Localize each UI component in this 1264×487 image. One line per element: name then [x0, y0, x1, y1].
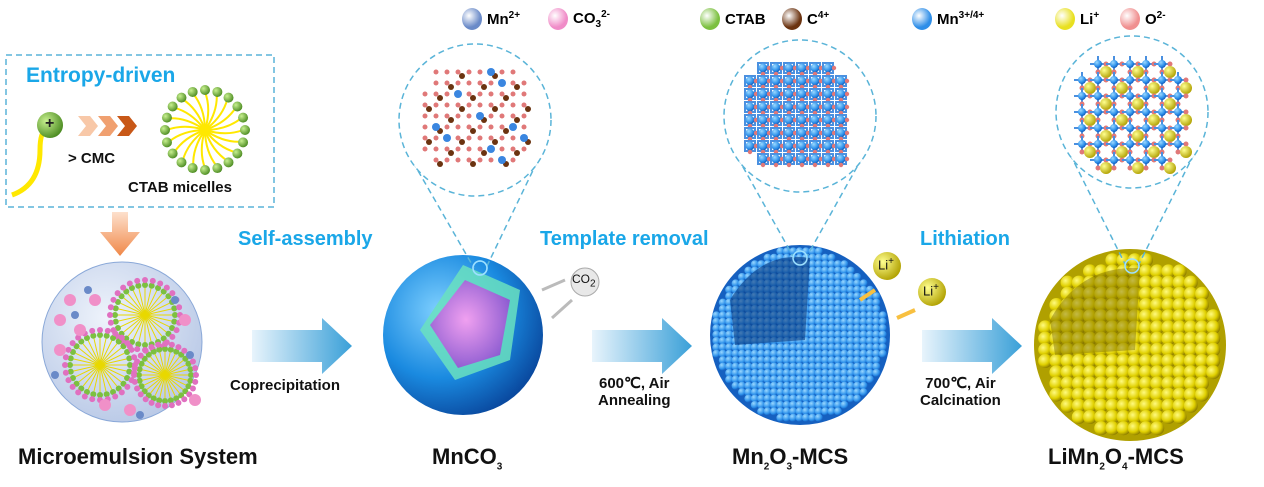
legend-swatch — [462, 8, 482, 30]
li-text: Li — [923, 283, 934, 299]
li-sup: + — [933, 282, 939, 293]
li-label-1: Li+ — [878, 256, 894, 272]
co2-bubble — [570, 267, 600, 297]
cmc-label: > CMC — [68, 150, 116, 167]
t: Mn — [732, 444, 764, 469]
legend-swatch — [700, 8, 720, 30]
t: -MCS — [1127, 444, 1184, 469]
mn2o3-label: Mn2O3-MCS — [732, 444, 848, 472]
legend-item: CO32- — [548, 8, 610, 30]
legend-swatch — [912, 8, 932, 30]
legend-label: C4+ — [807, 10, 830, 28]
co2-text: CO — [572, 272, 590, 286]
legend-swatch — [782, 8, 802, 30]
plus-sign: + — [45, 115, 55, 132]
inset-box — [5, 54, 275, 208]
legend-swatch — [548, 8, 568, 30]
arrow-calcination — [922, 318, 1022, 374]
t: 4 — [1122, 461, 1128, 473]
limn2o4-label: LiMn2O4-MCS — [1048, 444, 1184, 472]
t: MnCO — [432, 444, 497, 469]
anneal-temp: 600℃, Air — [599, 375, 670, 392]
legend-label: CO32- — [573, 8, 610, 30]
t: 2 — [1099, 461, 1105, 473]
li-ion — [873, 252, 901, 280]
legend-item: CTAB — [700, 8, 766, 30]
mn2o3-sphere — [710, 245, 890, 425]
limn2o4-sphere — [1034, 249, 1226, 441]
t: O — [769, 444, 787, 469]
ctab-micelle-icon — [160, 85, 250, 175]
ctab-head — [37, 112, 63, 138]
legend-label: Mn2+ — [487, 10, 521, 28]
legend-item: Li+ — [1055, 8, 1099, 30]
arrow-coprecipitation — [252, 318, 352, 374]
calc-temp: 700℃, Air — [925, 375, 996, 392]
li-sup: + — [888, 256, 894, 267]
inset-title: Entropy-driven — [26, 64, 176, 87]
co2-sub: 2 — [590, 278, 596, 290]
chevrons-icon — [78, 116, 137, 136]
mnco3-label: MnCO3 — [432, 444, 502, 472]
arrow-annealing — [592, 318, 692, 374]
li-ion — [918, 278, 946, 306]
legend-item: O2- — [1120, 8, 1166, 30]
legend-label: Li+ — [1080, 10, 1100, 28]
zoom-circle — [398, 43, 552, 197]
legend-swatch — [1055, 8, 1075, 30]
legend-label: CTAB — [725, 10, 766, 28]
lithiation-label: Lithiation — [920, 228, 1010, 250]
legend-label: O2- — [1145, 10, 1166, 28]
t: 3 — [786, 461, 793, 473]
legend-item: Mn2+ — [462, 8, 520, 30]
t: 3 — [496, 461, 503, 473]
t: O — [1104, 444, 1123, 469]
legend-item: C4+ — [782, 8, 829, 30]
t: 2 — [763, 461, 770, 473]
li-text: Li — [878, 257, 889, 273]
self-assembly-label: Self-assembly — [238, 228, 373, 250]
li-label-2: Li+ — [923, 282, 939, 298]
t: LiMn — [1048, 444, 1100, 469]
calc-text: Calcination — [920, 392, 1001, 409]
down-arrow — [100, 212, 140, 256]
anneal-text: Annealing — [598, 392, 671, 409]
t: -MCS — [792, 444, 849, 469]
legend-swatch — [1120, 8, 1140, 30]
co2-label: CO2 — [572, 272, 596, 289]
microemulsion-label: Microemulsion System — [18, 444, 258, 469]
legend-label: Mn3+/4+ — [937, 10, 985, 28]
template-removal-label: Template removal — [540, 228, 709, 250]
ctab-tail — [11, 125, 49, 198]
micelles-label: CTAB micelles — [128, 179, 232, 196]
legend-item: Mn3+/4+ — [912, 8, 984, 30]
coprecipitation-label: Coprecipitation — [230, 377, 341, 394]
